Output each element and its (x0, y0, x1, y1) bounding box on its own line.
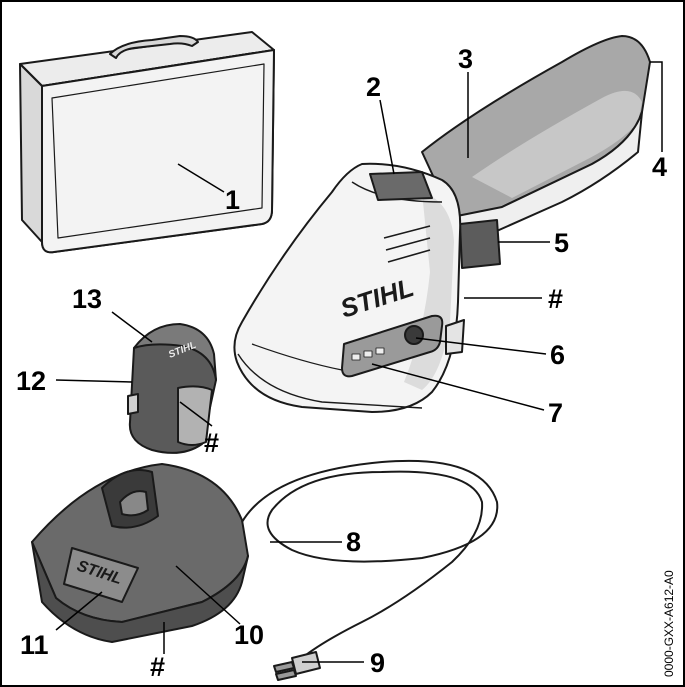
callout-hash-hedge: # (548, 284, 564, 314)
callout-1: 1 (225, 185, 241, 215)
hedge-trimmer (233, 35, 651, 413)
charging-cable (241, 459, 499, 659)
callout-13: 13 (72, 284, 103, 314)
callout-2: 2 (366, 72, 382, 102)
callout-hash-battery: # (204, 428, 220, 458)
callout-6: 6 (550, 340, 566, 370)
callout-7: 7 (548, 398, 564, 428)
battery (127, 323, 217, 454)
callout-11: 11 (20, 630, 49, 660)
callout-5: 5 (554, 228, 570, 258)
callout-3: 3 (458, 44, 474, 74)
callout-hash-charger: # (150, 652, 166, 682)
callout-9: 9 (370, 648, 386, 678)
charger (31, 463, 249, 643)
drawing-code: 0000-GXX-A612-A0 (662, 570, 676, 677)
carrying-case (19, 31, 275, 254)
leader-lines (55, 61, 663, 663)
mains-plug (273, 651, 321, 681)
callout-10: 10 (234, 620, 265, 650)
callout-8: 8 (346, 527, 362, 557)
callout-4: 4 (652, 152, 668, 182)
callout-12: 12 (16, 366, 47, 396)
